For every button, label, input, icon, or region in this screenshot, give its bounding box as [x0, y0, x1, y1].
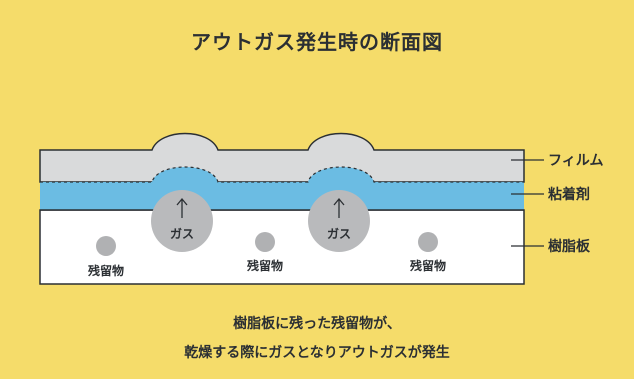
residue-dot-2 [255, 232, 275, 252]
resin-board [39, 209, 525, 285]
residue-label-2: 残留物 [247, 258, 283, 273]
caption-line-2: 乾燥する際にガスとなりアウトガスが発生 [184, 345, 450, 361]
residue-dot-1 [96, 236, 116, 256]
film-adhesive-boundary [40, 166, 524, 183]
diagram-title: アウトガス発生時の断面図 [191, 30, 443, 54]
label-film: フィルム [548, 153, 603, 169]
gas-bubble-right [308, 190, 370, 252]
label-resin: 樹脂板 [548, 238, 591, 255]
gas-label-right: ガス [327, 226, 351, 241]
gas-label-left: ガス [170, 226, 194, 241]
film-layer [39, 132, 525, 183]
gas-bubble-left [151, 190, 213, 252]
label-adhesive: 粘着剤 [548, 186, 590, 203]
caption-line-1: 樹脂板に残った残留物が、 [233, 316, 401, 332]
residue-label-1: 残留物 [88, 263, 124, 278]
residue-dot-3 [418, 232, 438, 252]
residue-label-3: 残留物 [410, 258, 446, 273]
